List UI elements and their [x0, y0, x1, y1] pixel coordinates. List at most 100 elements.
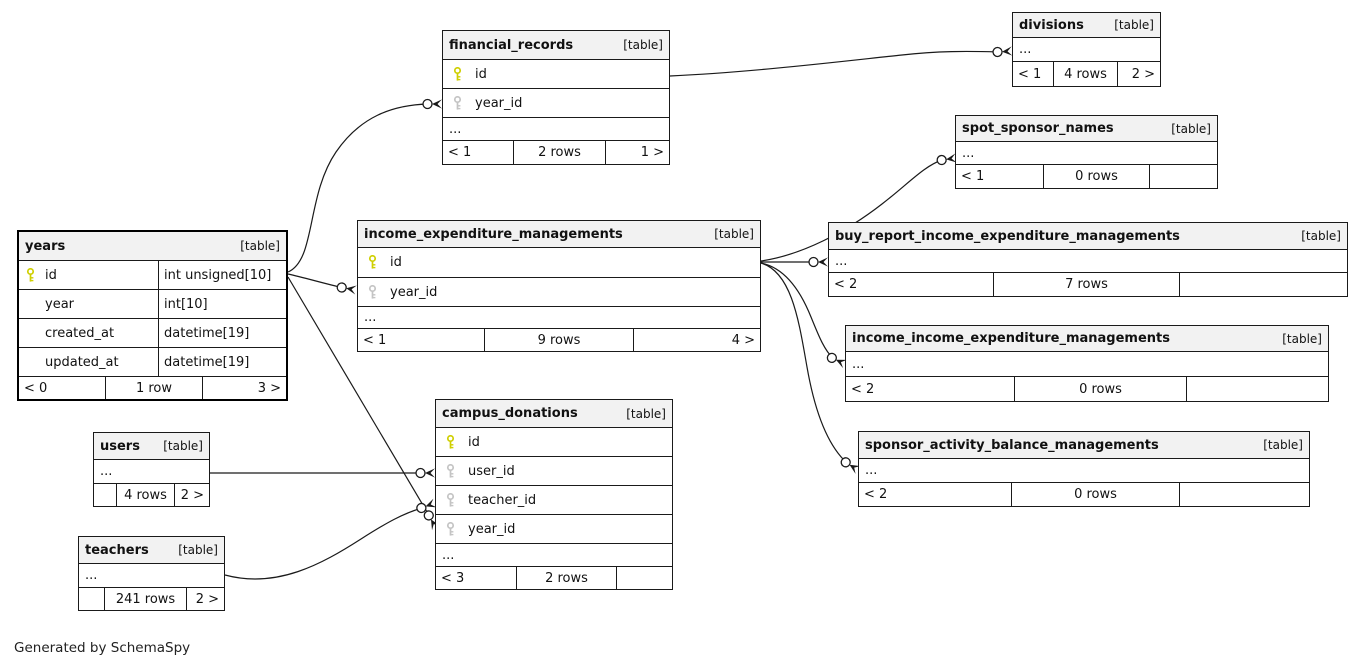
column-row: id	[436, 428, 672, 457]
footer-rowcount: 9 rows	[484, 329, 633, 351]
table-users[interactable]: users [table] ... 4 rows 2 >	[93, 432, 210, 507]
edge-teachers-to-campus_donations	[224, 498, 437, 580]
ellipsis-row: ...	[846, 352, 1328, 377]
footer-rowcount: 241 rows	[104, 588, 186, 610]
column-name: id	[390, 255, 402, 270]
column-row: year_id	[436, 515, 672, 544]
primary-key-icon	[358, 255, 390, 270]
table-tag: [table]	[1171, 121, 1211, 136]
ellipsis-row: ...	[829, 250, 1347, 273]
ellipsis-row: ...	[94, 460, 209, 484]
footer-parents: < 2	[864, 487, 888, 502]
footer-parents: < 1	[448, 145, 472, 160]
table-sponsor_activity_balance_managements[interactable]: sponsor_activity_balance_managements [ta…	[858, 431, 1310, 507]
footer-children	[1149, 165, 1217, 188]
table-name[interactable]: sponsor_activity_balance_managements	[865, 437, 1159, 453]
table-name[interactable]: financial_records	[449, 37, 574, 53]
column-row: year_id	[443, 89, 669, 118]
primary-key-icon	[443, 66, 475, 82]
table-tag: [table]	[1282, 331, 1322, 346]
edge-income_expenditure_managements-to-income_income	[760, 262, 847, 369]
footer-children: 2 >	[174, 484, 209, 506]
table-name[interactable]: years	[25, 238, 66, 254]
column-row: year_id	[358, 278, 760, 307]
table-years[interactable]: years [table] id int unsigned[10] year i…	[17, 230, 288, 401]
table-spot_sponsor_names[interactable]: spot_sponsor_names [table] ... < 1 0 row…	[955, 115, 1218, 189]
footer-parents: < 2	[851, 381, 875, 397]
footer-children	[1186, 377, 1328, 401]
footer-rowcount: 0 rows	[1014, 377, 1186, 401]
column-type: datetime[19]	[158, 319, 286, 347]
foreign-key-icon	[358, 284, 390, 300]
table-name[interactable]: campus_donations	[442, 406, 578, 421]
footer-children	[1179, 483, 1309, 506]
column-name: id	[468, 434, 480, 450]
column-name: year_id	[390, 284, 438, 300]
table-name[interactable]: teachers	[85, 542, 149, 558]
ellipsis-row: ...	[859, 459, 1309, 483]
table-name[interactable]: income_income_expenditure_managements	[852, 331, 1170, 346]
footer-children	[1179, 273, 1347, 296]
footer-rowcount: 2 rows	[513, 141, 605, 164]
footer-children: 2 >	[1117, 62, 1160, 86]
table-financial_records[interactable]: financial_records [table] id year_id ...…	[442, 30, 670, 165]
column-type: datetime[19]	[158, 348, 286, 376]
footer-parents: < 3	[441, 570, 465, 586]
foreign-key-icon	[436, 521, 468, 537]
column-type: int[10]	[158, 290, 286, 318]
table-tag: [table]	[178, 543, 218, 557]
footer-children	[616, 567, 672, 589]
primary-key-icon	[436, 434, 468, 450]
table-header: buy_report_income_expenditure_management…	[829, 223, 1347, 250]
table-header: income_expenditure_managements [table]	[358, 221, 760, 248]
table-tag: [table]	[163, 439, 203, 453]
footer-parents: < 1	[363, 332, 387, 348]
table-name[interactable]: income_expenditure_managements	[364, 226, 623, 242]
footer-parents: < 1	[1018, 66, 1042, 82]
column-name: teacher_id	[468, 492, 537, 508]
table-tag: [table]	[1301, 229, 1341, 243]
footer-parents: < 2	[834, 277, 858, 292]
table-income_expenditure_managements[interactable]: income_expenditure_managements [table] i…	[357, 220, 761, 352]
table-tag: [table]	[1263, 438, 1303, 452]
edge-income_expenditure_managements-to-sponsor_activity	[760, 262, 861, 474]
table-name[interactable]: spot_sponsor_names	[962, 121, 1114, 136]
column-name: year_id	[468, 521, 516, 537]
table-campus_donations[interactable]: campus_donations [table] id user_id teac…	[435, 399, 673, 590]
column-name: id	[475, 66, 487, 82]
footer-children: 3 >	[202, 377, 286, 399]
column-row: year int[10]	[19, 290, 286, 319]
column-name: id	[45, 267, 57, 283]
table-tag: [table]	[714, 227, 754, 241]
table-name[interactable]: divisions	[1019, 17, 1084, 33]
column-name: year_id	[475, 95, 523, 111]
ellipsis-row: ...	[436, 544, 672, 567]
column-row: id	[358, 248, 760, 278]
table-header: income_income_expenditure_managements [t…	[846, 326, 1328, 352]
column-row: id int unsigned[10]	[19, 261, 286, 290]
table-buy_report_income_expenditure_managements[interactable]: buy_report_income_expenditure_management…	[828, 222, 1348, 297]
table-name[interactable]: users	[100, 438, 140, 454]
column-row: teacher_id	[436, 486, 672, 515]
column-row: created_at datetime[19]	[19, 319, 286, 348]
table-header: sponsor_activity_balance_managements [ta…	[859, 432, 1309, 459]
table-divisions[interactable]: divisions [table] ... < 1 4 rows 2 >	[1012, 12, 1161, 87]
table-tag: [table]	[623, 38, 663, 52]
footer-children: 4 >	[633, 329, 760, 351]
column-row: id	[443, 60, 669, 89]
ellipsis-row: ...	[79, 564, 224, 588]
table-income_income_expenditure_managements[interactable]: income_income_expenditure_managements [t…	[845, 325, 1329, 402]
foreign-key-icon	[436, 492, 468, 508]
edge-financial_records-to-divisions	[669, 46, 1013, 77]
table-tag: [table]	[626, 406, 666, 421]
table-header: users [table]	[94, 433, 209, 460]
footer-children: 1 >	[605, 141, 669, 164]
footer-parents: < 1	[961, 169, 985, 184]
table-name[interactable]: buy_report_income_expenditure_management…	[835, 228, 1180, 244]
ellipsis-row: ...	[358, 307, 760, 329]
footer-parents	[94, 484, 116, 506]
edge-users-to-campus_donations	[210, 467, 435, 479]
edge-years-to-financial_records	[287, 98, 442, 273]
table-teachers[interactable]: teachers [table] ... 241 rows 2 >	[78, 536, 225, 611]
